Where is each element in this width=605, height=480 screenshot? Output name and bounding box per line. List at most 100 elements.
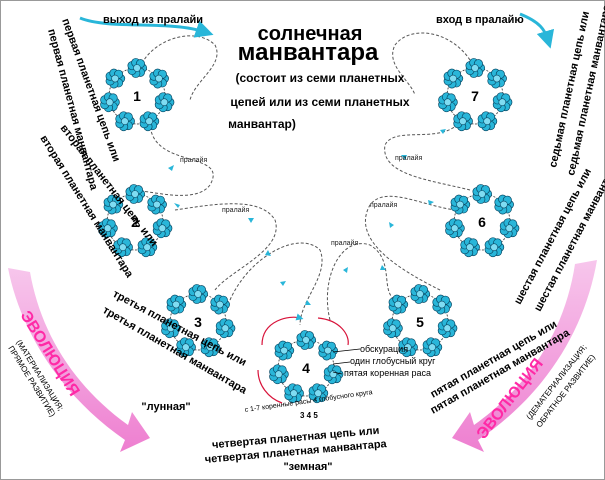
globe-icon (215, 318, 236, 339)
caption-chain4-c: "земная" (283, 461, 332, 473)
pralaya-path-6-7 (384, 121, 471, 191)
globe-icon (274, 340, 295, 361)
globe-icon (398, 337, 418, 358)
chain-7: 7 (438, 58, 513, 132)
evolution-arrow-left (8, 268, 150, 452)
globe-icon (152, 218, 173, 239)
chain-number: 5 (416, 314, 424, 330)
chain-number: 2 (131, 214, 139, 230)
pralaya-path-5-6 (364, 195, 456, 291)
globe-icon (284, 383, 304, 404)
globe-icon (188, 284, 209, 304)
globe-icon (422, 337, 443, 358)
globe-icon (499, 218, 520, 239)
chain4-notes: обскурация один глобусный круг пятая кор… (244, 344, 436, 420)
chain-number: 3 (194, 314, 202, 330)
globe-icon (487, 68, 507, 89)
planetary-chains: 1 2 3 4 5 6 7 (98, 58, 520, 404)
globe-icon (410, 284, 431, 304)
globe-icon (472, 184, 493, 204)
caption-chain3-c: "лунная" (141, 401, 190, 413)
globe-icon (127, 58, 148, 78)
globe-icon (296, 330, 317, 350)
pralaya-labels: пралайя пралайя пралайя пралайя пралайя (180, 154, 422, 247)
chain-number: 1 (133, 88, 141, 104)
chain-number: 7 (471, 88, 479, 104)
globe-icon (465, 58, 486, 78)
globe-icon (494, 194, 514, 215)
globe-icon (98, 218, 118, 239)
chain4-arcs (257, 313, 349, 404)
globe-icon (166, 294, 187, 315)
exit-label: выход из пралайи (103, 14, 203, 26)
globe-icon (105, 68, 126, 89)
globe-icon (137, 237, 158, 258)
globe-icon (139, 111, 160, 132)
globe-icon (450, 194, 471, 215)
title-sub2: цепей или из семи планетных (230, 95, 410, 109)
exit-arrow (79, 16, 214, 38)
pralaya-label: пралайя (331, 239, 358, 247)
globe-icon (438, 92, 458, 113)
title-sub1: (состоит из семи планетных (236, 71, 405, 85)
globe-icon (443, 68, 464, 89)
pralaya-paths (129, 32, 471, 326)
globe-icon (323, 364, 344, 385)
chain-1: 1 (100, 58, 175, 132)
chain-4: 4 (269, 330, 344, 404)
globe-icon (210, 294, 230, 315)
title-line1: солнечная (258, 23, 363, 45)
globe-icon (383, 318, 403, 339)
globe-icon (147, 194, 167, 215)
pralaya-label: пралайя (395, 154, 422, 162)
globe-icon (154, 92, 175, 113)
entry-path (392, 32, 471, 96)
path-arrows (168, 129, 446, 305)
pralaya-label: пралайя (370, 201, 397, 209)
globe-icon (149, 68, 169, 89)
evolution-arrow-right (452, 260, 597, 452)
globe-icon (445, 218, 465, 239)
globe-icon (453, 111, 473, 132)
globe-icon (492, 92, 513, 113)
pralaya-path-3-4 (229, 242, 323, 326)
pralaya-label: пралайя (180, 156, 207, 164)
pralaya-path-1-2 (129, 121, 214, 196)
title-line2: манвантара (238, 39, 379, 66)
note-globe-round: один глобусный круг (350, 356, 436, 366)
globe-icon (200, 337, 221, 358)
globe-icon (432, 294, 452, 315)
chain-3: 3 (161, 284, 236, 358)
chain-number: 4 (302, 360, 310, 376)
entry-label: вход в пралайю (436, 14, 524, 26)
globe-icon (388, 294, 409, 315)
chain-6: 6 (445, 184, 520, 258)
globe-icon (113, 237, 133, 258)
chain-5: 5 (383, 284, 458, 358)
pralaya-path-4-5 (326, 243, 396, 321)
globe-icon (269, 364, 289, 385)
note-race-digits: 3 4 5 (300, 411, 318, 420)
globe-icon (484, 237, 505, 258)
exit-path (139, 35, 218, 101)
globe-icon (161, 318, 181, 339)
globe-icon (308, 383, 329, 404)
entry-arrow (519, 12, 555, 49)
globe-icon (460, 237, 480, 258)
chain-number: 6 (478, 214, 486, 230)
globe-icon (318, 340, 338, 361)
pralaya-path-2-3 (174, 203, 277, 291)
globe-icon (477, 111, 498, 132)
globe-icon (100, 92, 120, 113)
globe-icon (103, 194, 124, 215)
globe-icon (437, 318, 458, 339)
caption-chain6-b: шестая планетная манвантара (532, 160, 605, 314)
note-fifth-race: пятая коренная раса (344, 368, 431, 378)
title-sub3: манвантар) (228, 117, 296, 131)
globe-icon (125, 184, 146, 204)
chain-2: 2 (98, 184, 173, 258)
globe-icon (115, 111, 135, 132)
globe-icon (176, 337, 196, 358)
